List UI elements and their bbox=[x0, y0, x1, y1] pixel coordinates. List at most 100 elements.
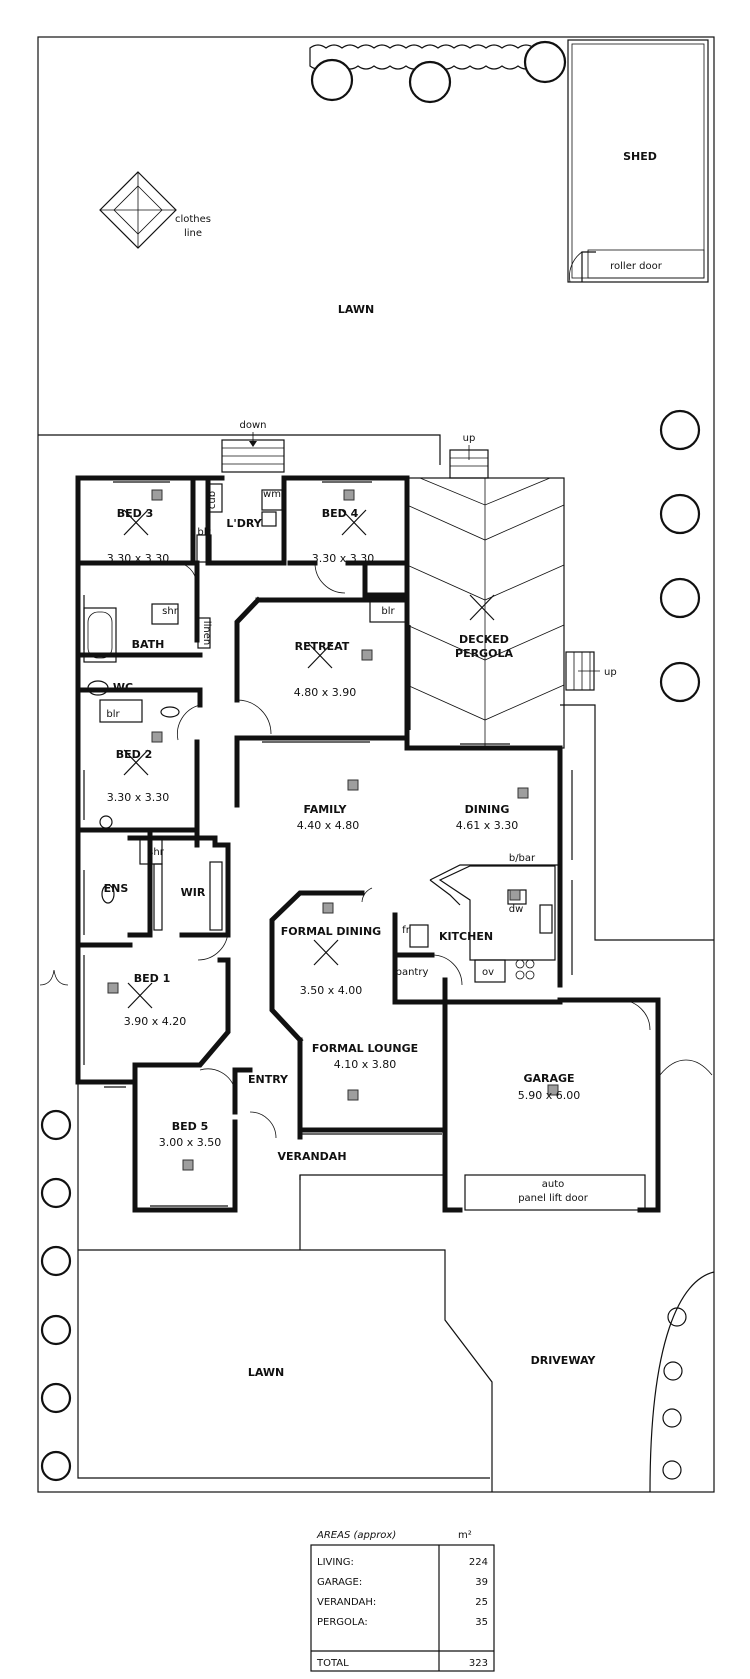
pantry-label: pantry bbox=[396, 967, 429, 978]
blr-label: blr bbox=[106, 709, 120, 720]
ceiling-fans bbox=[123, 509, 495, 1009]
bed3-name: BED 3 bbox=[117, 507, 154, 520]
family-name: FAMILY bbox=[303, 803, 347, 816]
areas-row: PERGOLA: 35 bbox=[317, 1617, 488, 1628]
areas-row-label: PERGOLA: bbox=[317, 1617, 368, 1628]
retreat-name: RETREAT bbox=[295, 640, 350, 653]
bed4-size: 3.30 x 3.30 bbox=[312, 552, 375, 565]
areas-title: AREAS (approx) bbox=[316, 1530, 396, 1541]
wir-label: WIR bbox=[181, 886, 206, 899]
steps bbox=[449, 445, 489, 479]
flower-icon bbox=[667, 1307, 687, 1327]
areas-row: VERANDAH: 25 bbox=[317, 1597, 488, 1608]
ceiling-fan-icon bbox=[307, 642, 333, 669]
windows-doors bbox=[39, 481, 713, 1211]
formal-dining-size: 3.50 x 4.00 bbox=[300, 984, 363, 997]
down-label: down bbox=[240, 420, 267, 431]
entry-label: ENTRY bbox=[248, 1073, 289, 1086]
areas-row-value: 39 bbox=[475, 1577, 488, 1588]
dining-name: DINING bbox=[465, 803, 510, 816]
right-trees bbox=[659, 409, 701, 703]
lawn-front-label: LAWN bbox=[248, 1366, 284, 1379]
dw-label: dw bbox=[509, 904, 524, 915]
clothes-line-label: clothes bbox=[175, 214, 211, 225]
areas-table: AREAS (approx) m² LIVING: 224 GARAGE: 39… bbox=[310, 1530, 495, 1672]
bed1-size: 3.90 x 4.20 bbox=[124, 1015, 187, 1028]
areas-row-label: VERANDAH: bbox=[317, 1597, 376, 1608]
linen-label: linen bbox=[201, 621, 212, 645]
garage-door-label: auto bbox=[542, 1179, 565, 1190]
bed3-size: 3.30 x 3.30 bbox=[107, 552, 170, 565]
pergola-label: PERGOLA bbox=[455, 647, 513, 660]
shrub-icon bbox=[40, 1314, 72, 1346]
dining-size: 4.61 x 3.30 bbox=[456, 819, 519, 832]
blr-label: blr bbox=[381, 606, 395, 617]
bed5-size: 3.00 x 3.50 bbox=[159, 1136, 222, 1149]
laundry-label: L'DRY bbox=[226, 517, 262, 530]
kitchen-label: KITCHEN bbox=[439, 930, 493, 943]
clothes-line-icon bbox=[99, 171, 177, 249]
tree-icon bbox=[659, 409, 701, 451]
garage-door-label: panel lift door bbox=[518, 1193, 589, 1204]
tree-icon bbox=[408, 60, 452, 104]
bath-label: BATH bbox=[132, 638, 165, 651]
ceiling-fan-icon bbox=[123, 749, 149, 776]
areas-total-label: TOTAL bbox=[316, 1658, 349, 1669]
bbar-label: b/bar bbox=[509, 853, 536, 864]
flower-icon bbox=[662, 1460, 682, 1480]
garage-size: 5.90 x 6.00 bbox=[518, 1089, 581, 1102]
ceiling-fan-icon bbox=[469, 594, 495, 621]
pergola bbox=[406, 477, 565, 749]
areas-total-value: 323 bbox=[469, 1658, 488, 1669]
shrub-icon bbox=[40, 1450, 72, 1482]
formal-lounge-name: FORMAL LOUNGE bbox=[312, 1042, 418, 1055]
pergola-label: DECKED bbox=[459, 633, 509, 646]
up-label: up bbox=[463, 433, 476, 444]
shr-label: shr bbox=[162, 606, 179, 617]
wm-label: wm bbox=[263, 489, 281, 500]
tree-icon bbox=[310, 58, 354, 102]
areas-unit: m² bbox=[458, 1530, 472, 1541]
bed2-size: 3.30 x 3.30 bbox=[107, 791, 170, 804]
areas-row: LIVING: 224 bbox=[317, 1557, 488, 1568]
areas-row-label: GARAGE: bbox=[317, 1577, 362, 1588]
shr-label: shr bbox=[148, 847, 165, 858]
ceiling-fan-icon bbox=[123, 509, 149, 536]
shed-label: SHED bbox=[623, 150, 657, 163]
steps bbox=[565, 651, 600, 691]
areas-row-value: 25 bbox=[475, 1597, 488, 1608]
tree-icon bbox=[659, 577, 701, 619]
clothes-line-label: line bbox=[184, 228, 202, 239]
bed4-name: BED 4 bbox=[322, 507, 359, 520]
shed bbox=[567, 39, 709, 283]
vents bbox=[107, 489, 559, 1171]
bed5-name: BED 5 bbox=[172, 1120, 209, 1133]
areas-total-row: TOTAL 323 bbox=[316, 1658, 488, 1669]
ceiling-fan-icon bbox=[127, 982, 153, 1009]
driveway-label: DRIVEWAY bbox=[531, 1354, 597, 1367]
hedge bbox=[309, 40, 567, 104]
formal-lounge-size: 4.10 x 3.80 bbox=[334, 1058, 397, 1071]
ov-label: ov bbox=[482, 967, 494, 978]
formal-dining-name: FORMAL DINING bbox=[281, 925, 381, 938]
areas-row-value: 35 bbox=[475, 1617, 488, 1628]
areas-row-value: 224 bbox=[469, 1557, 488, 1568]
up-label: up bbox=[604, 667, 617, 678]
tree-icon bbox=[659, 493, 701, 535]
bed1-name: BED 1 bbox=[134, 972, 171, 985]
steps bbox=[221, 432, 285, 473]
shrub-icon bbox=[40, 1382, 72, 1414]
house-walls bbox=[75, 475, 661, 1213]
wc-label: WC bbox=[113, 681, 133, 694]
lawn-back-label: LAWN bbox=[338, 303, 374, 316]
roller-door-label: roller door bbox=[610, 261, 663, 272]
areas-row-label: LIVING: bbox=[317, 1557, 354, 1568]
site-boundary bbox=[37, 36, 715, 1493]
shrub-icon bbox=[40, 1245, 72, 1277]
cub-label: cub bbox=[207, 491, 218, 509]
shrub-icon bbox=[40, 1177, 72, 1209]
flower-icon bbox=[662, 1408, 682, 1428]
blr-label: blr bbox=[197, 527, 211, 538]
ceiling-fan-icon bbox=[313, 939, 339, 966]
